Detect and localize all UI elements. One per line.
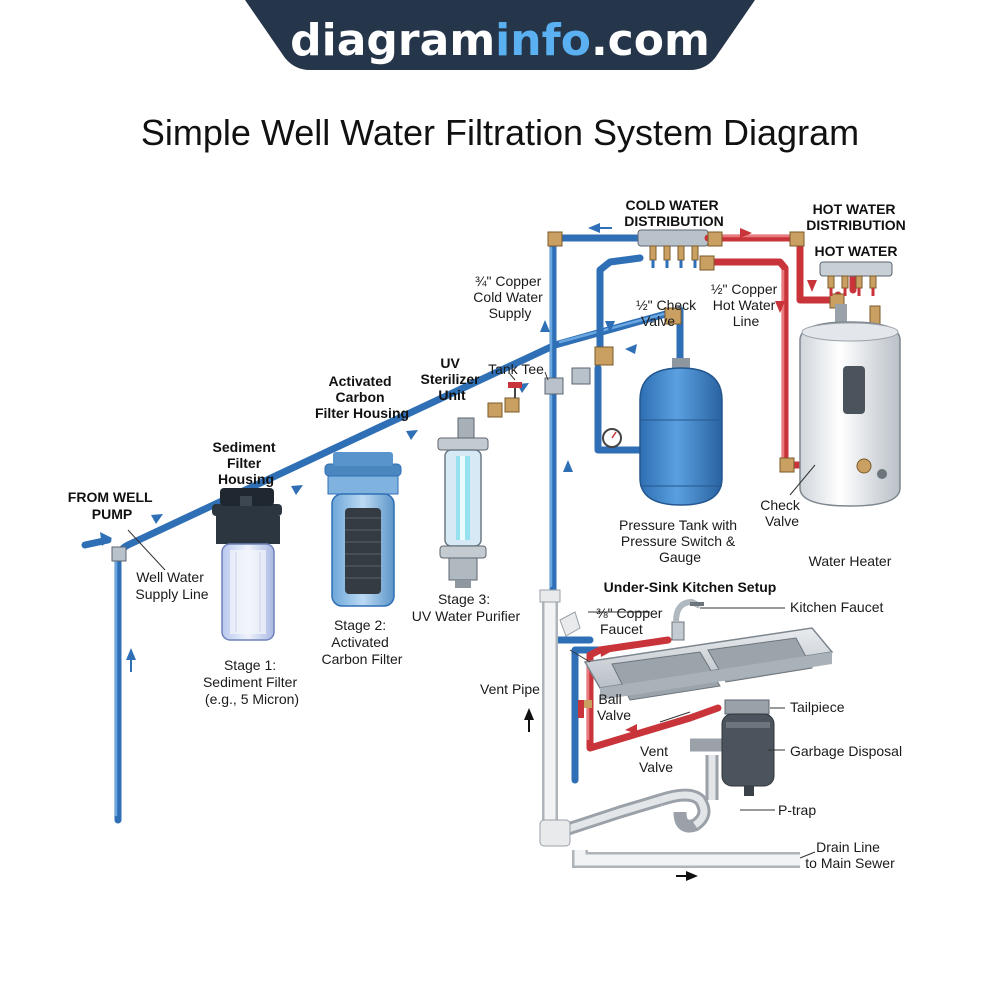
- label-drain-line: Drain Line to Main Sewer: [805, 839, 895, 871]
- brand-logo: diagraminfo.com: [290, 15, 710, 66]
- label-under-sink-setup: Under-Sink Kitchen Setup: [604, 579, 777, 595]
- garbage-disposal: [721, 699, 775, 796]
- label-ball-valve: Ball Valve: [597, 691, 631, 723]
- hot-flow-arrows: [600, 228, 817, 734]
- label-kitchen-faucet: Kitchen Faucet: [790, 599, 883, 615]
- hot-water-manifold: [819, 261, 893, 296]
- pressure-tank: [602, 358, 723, 506]
- page-title: Simple Well Water Filtration System Diag…: [141, 112, 859, 153]
- label-tank-tee: Tank Tee: [488, 361, 544, 377]
- label-hot-water-distribution: HOT WATER DISTRIBUTION: [806, 201, 906, 233]
- labels: FROM WELL PUMP Well Water Supply Line Se…: [68, 197, 906, 871]
- label-cold-water-distribution: COLD WATER DISTRIBUTION: [624, 197, 724, 229]
- carbon-filter: [324, 452, 402, 607]
- cold-flow-arrows: [81, 223, 637, 672]
- kitchen-sink: [583, 598, 834, 701]
- label-copper-cold-supply: ¾" Copper Cold Water Supply: [473, 273, 546, 321]
- leader-lines: [127, 371, 816, 859]
- label-stage3: Stage 3: UV Water Purifier: [412, 591, 521, 624]
- label-from-well-pump: FROM WELL PUMP: [68, 489, 156, 522]
- label-p-trap: P-trap: [778, 802, 816, 818]
- uv-sterilizer: [437, 417, 489, 588]
- cold-water-manifold: [637, 229, 709, 268]
- label-activated-carbon-housing: Activated Carbon Filter Housing: [315, 373, 409, 421]
- label-well-water-supply-line: Well Water Supply Line: [135, 569, 208, 602]
- label-garbage-disposal: Garbage Disposal: [790, 743, 902, 759]
- label-vent-pipe: Vent Pipe: [480, 681, 540, 697]
- drain-pipes: [539, 589, 800, 868]
- label-tailpiece: Tailpiece: [790, 699, 845, 715]
- label-uv-sterilizer-unit: UV Sterilizer Unit: [420, 355, 483, 403]
- label-copper-hot-line: ½" Copper Hot Water Line: [711, 281, 781, 329]
- sediment-filter: [212, 488, 282, 641]
- pipe-fittings: [111, 231, 845, 562]
- label-sediment-filter-housing: Sediment Filter Housing: [213, 439, 280, 487]
- vent-arrow: [524, 708, 698, 881]
- label-stage1: Stage 1: Sediment Filter (e.g., 5 Micron…: [203, 657, 301, 707]
- water-heater: [799, 304, 901, 507]
- label-hot-water: HOT WATER: [815, 243, 898, 259]
- kitchen-faucet-icon: [671, 621, 685, 641]
- cold-supply-pipes: [114, 234, 684, 824]
- label-check-valve-top: ½" Check Valve: [636, 297, 700, 329]
- label-stage2: Stage 2: Activated Carbon Filter: [322, 617, 403, 667]
- header-banner: diagraminfo.com: [245, 0, 755, 70]
- label-vent-valve: Vent Valve: [639, 743, 673, 775]
- label-copper-faucet: ⅜" Copper Faucet: [596, 605, 666, 637]
- label-water-heater: Water Heater: [809, 553, 892, 569]
- label-check-valve-heater: Check Valve: [760, 497, 804, 529]
- label-pressure-tank: Pressure Tank with Pressure Switch & Gau…: [619, 517, 741, 565]
